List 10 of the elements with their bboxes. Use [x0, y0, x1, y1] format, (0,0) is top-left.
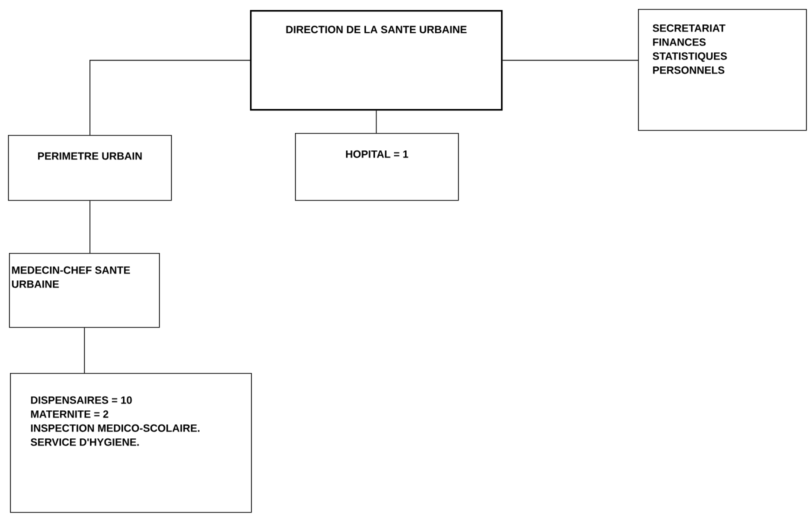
org-box: DIRECTION DE LA SANTE URBAINE: [250, 10, 503, 111]
org-box: DISPENSAIRES = 10 MATERNITE = 2 INSPECTION MEDICO-SCOLAIRE. SERVICE D'HYGIENE.: [10, 373, 252, 513]
org-box: SECRETARIAT FINANCES STATISTIQUES PERSONNELS: [638, 9, 807, 131]
connector-line: [90, 60, 250, 136]
connector-line: [502, 60, 638, 61]
org-box: MEDECIN-CHEF SANTE URBAINE: [9, 253, 160, 328]
org-box: PERIMETRE URBAIN: [8, 135, 172, 201]
connector-line: [84, 327, 85, 374]
org-box: HOPITAL = 1: [295, 133, 459, 201]
connector-line: [376, 110, 377, 134]
